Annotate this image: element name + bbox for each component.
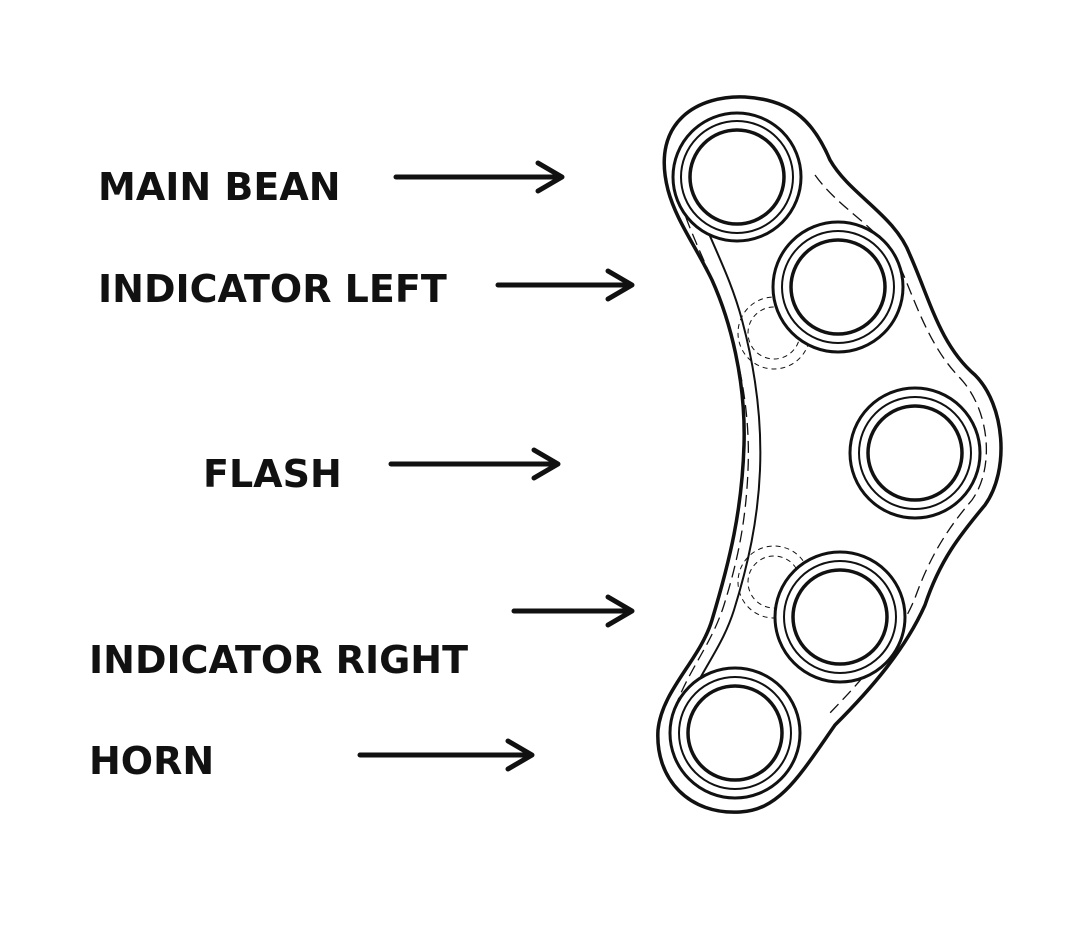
- button-main-beam[interactable]: [671, 111, 803, 243]
- arrow-indicator-right: [511, 594, 635, 628]
- button-indicator-left[interactable]: [771, 220, 905, 354]
- label-main-beam: MAIN BEAN: [98, 165, 341, 209]
- arrow-indicator-left: [495, 268, 635, 302]
- button-horn[interactable]: [668, 666, 802, 800]
- label-indicator-left: INDICATOR LEFT: [98, 267, 447, 311]
- housing-outline: [656, 95, 1003, 814]
- button-flash[interactable]: [848, 386, 982, 520]
- label-horn: HORN: [89, 739, 214, 783]
- housing-dashed-contour-left: [675, 199, 749, 706]
- button-indicator-right[interactable]: [773, 550, 907, 684]
- housing-inner-edge: [689, 187, 762, 701]
- arrow-horn: [357, 738, 535, 772]
- arrow-flash: [388, 447, 561, 481]
- switch-housing: [656, 95, 1003, 814]
- arrow-main-beam: [393, 160, 565, 194]
- label-indicator-right: INDICATOR RIGHT: [89, 638, 468, 682]
- label-flash: FLASH: [203, 452, 342, 496]
